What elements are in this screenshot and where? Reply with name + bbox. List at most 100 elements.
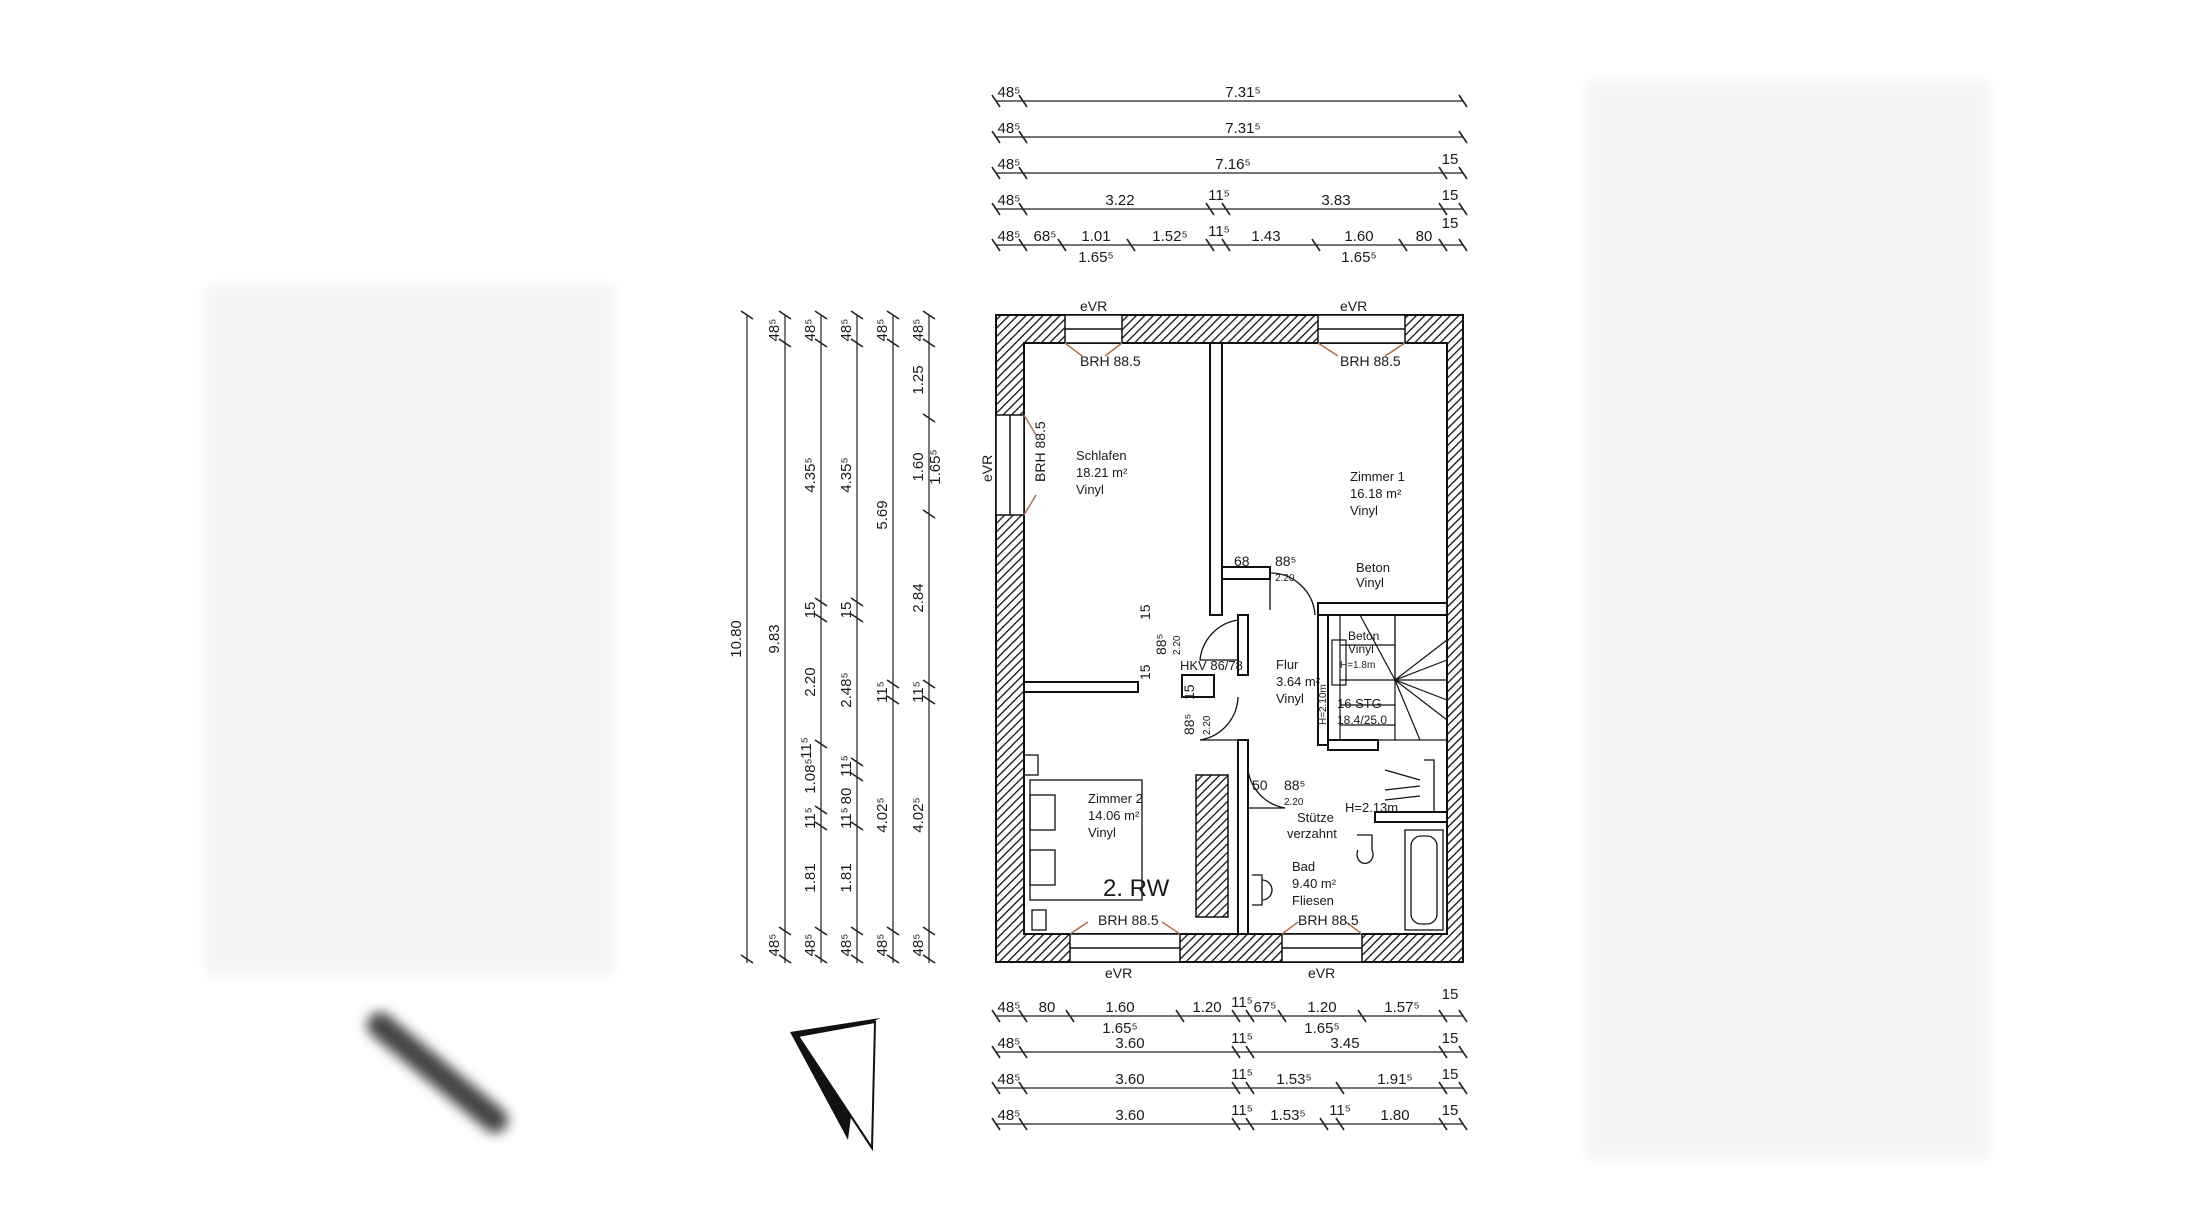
dim-top-4-6: 1.60 xyxy=(1344,228,1373,245)
label-left-evr: eVR xyxy=(979,455,995,482)
label-top-left-brh: BRH 88.5 xyxy=(1080,353,1141,369)
door3-w: 88⁵ xyxy=(1181,714,1197,735)
label-bottom-left-evr: eVR xyxy=(1105,965,1132,981)
dim-left-5-4: 11⁵ xyxy=(910,681,927,703)
door4-s: 50 xyxy=(1252,777,1268,793)
door2-h: 2.20 xyxy=(1172,635,1183,655)
dim-left-1-2: 48⁵ xyxy=(766,934,783,957)
walls xyxy=(995,314,1464,963)
note-beton-b: Vinyl xyxy=(1356,575,1384,590)
furniture-zimmer2 xyxy=(1023,754,1143,931)
door-zimmer1 xyxy=(1269,572,1316,616)
wall-zimmer1-bottom-right xyxy=(1317,602,1448,616)
dim-top-4-3: 1.52⁵ xyxy=(1152,228,1187,245)
door3-s: 15 xyxy=(1181,684,1197,700)
room-bad-area: 9.40 m² xyxy=(1292,876,1337,891)
dim-bottom-3-2: 11⁵ xyxy=(1231,1102,1253,1119)
wall-hkv-box xyxy=(1181,674,1215,698)
dim-bottom-1-2: 11⁵ xyxy=(1231,1030,1253,1047)
wall-schlafen-zimmer1 xyxy=(1209,342,1223,616)
dim-bottom-2-5: 15 xyxy=(1442,1066,1459,1083)
dim-left-sub-0: 1.65⁵ xyxy=(927,449,944,484)
dim-top-3-2: 11⁵ xyxy=(1208,187,1230,204)
label-top-right-brh: BRH 88.5 xyxy=(1340,353,1401,369)
dim-left-2-7: 1.81 xyxy=(802,863,819,892)
wall-stair-bottom xyxy=(1327,739,1379,751)
room-flur-floor: Vinyl xyxy=(1276,691,1304,706)
dim-left-5-2: 1.60 xyxy=(910,452,927,481)
dimension-text-bottom: 48⁵ 80 1.60 1.20 11⁵ 67⁵ 1.20 1.57⁵ 15 1… xyxy=(998,986,1459,1124)
dim-left-5-0: 48⁵ xyxy=(910,319,927,342)
room-bad-floor: Fliesen xyxy=(1292,893,1334,908)
dim-bottom-3-1: 3.60 xyxy=(1115,1107,1144,1124)
blurred-stroke xyxy=(367,1012,508,1133)
doors xyxy=(1199,572,1316,809)
dim-left-2-3: 2.20 xyxy=(802,667,819,696)
blurred-right-panel xyxy=(1585,80,1990,1160)
room-schlafen-name: Schlafen xyxy=(1076,448,1127,463)
dim-left-3-5: 80 xyxy=(838,788,855,805)
note-stuetze-a: Stütze xyxy=(1297,810,1334,825)
installation-shaft xyxy=(1195,774,1229,918)
dim-left-2-0: 48⁵ xyxy=(802,319,819,342)
toilet xyxy=(1356,834,1374,864)
room-zimmer2-name: Zimmer 2 xyxy=(1088,791,1143,806)
window-top-right xyxy=(1317,314,1406,357)
note-beton2-b: Vinyl xyxy=(1348,642,1374,656)
dim-bottom-sub-0: 1.65⁵ xyxy=(1102,1020,1137,1037)
wall-stair-left xyxy=(1317,614,1329,746)
door1-s: 68 xyxy=(1234,553,1250,569)
dim-top-4-7: 80 xyxy=(1416,228,1433,245)
dim-top-sub-1: 1.65⁵ xyxy=(1341,249,1376,266)
bathtub xyxy=(1404,829,1444,931)
dim-bottom-3-6: 15 xyxy=(1442,1102,1459,1119)
note-stair-h2: H=2.10m xyxy=(1318,684,1329,725)
dimensions-left xyxy=(740,310,936,964)
dim-top-3-4: 15 xyxy=(1442,187,1459,204)
dim-left-3-2: 15 xyxy=(838,602,855,619)
dim-bottom-sub-1: 1.65⁵ xyxy=(1304,1020,1339,1037)
dim-bottom-1-0: 48⁵ xyxy=(998,1035,1021,1052)
dim-top-4-1: 68⁵ xyxy=(1034,228,1057,245)
dimension-text-left: 10.80 48⁵ 9.83 48⁵ 48⁵ 4.35⁵ 15 2.20 1.0… xyxy=(728,319,944,957)
dim-top-1-0: 48⁵ xyxy=(998,120,1021,137)
dim-left-3-7: 1.81 xyxy=(838,863,855,892)
dim-top-0-0: 48⁵ xyxy=(998,84,1021,101)
dim-top-4-5: 1.43 xyxy=(1251,228,1280,245)
room-schlafen-floor: Vinyl xyxy=(1076,482,1104,497)
dim-left-4-4: 48⁵ xyxy=(874,934,891,957)
dim-bottom-3-4: 11⁵ xyxy=(1329,1102,1351,1119)
wall-schlafen-zimmer2 xyxy=(1023,681,1139,693)
window-bottom-right xyxy=(1281,921,1363,963)
dim-left-3-1: 4.35⁵ xyxy=(838,457,855,492)
room-labels: Schlafen 18.21 m² Vinyl Zimmer 1 16.18 m… xyxy=(1076,448,1405,908)
north-arrow-icon xyxy=(790,1018,880,1152)
dim-bottom-1-1: 3.60 xyxy=(1115,1035,1144,1052)
window-top-left xyxy=(1064,314,1123,357)
dim-left-2-2: 15 xyxy=(802,602,819,619)
door-dimensions: 88⁵ 2.20 68 88⁵ 2.20 15 15 88⁵ 2.20 15 8… xyxy=(1137,553,1305,808)
dim-bottom-0-0: 48⁵ xyxy=(998,999,1021,1016)
dim-bottom-0-5: 67⁵ xyxy=(1254,999,1277,1016)
dim-left-2-4: 1.08⁵ xyxy=(802,758,819,793)
shelf xyxy=(1023,754,1039,776)
dim-top-0-1: 7.31⁵ xyxy=(1225,84,1260,101)
dim-left-1-1: 9.83 xyxy=(766,624,783,653)
door1-w: 88⁵ xyxy=(1275,553,1296,569)
unit-label: 2. RW xyxy=(1103,875,1170,902)
note-stair-h: H=1.8m xyxy=(1340,660,1375,671)
dim-top-4-4: 11⁵ xyxy=(1208,223,1230,240)
dim-left-4-1: 5.69 xyxy=(874,500,891,529)
dim-left-3-8: 48⁵ xyxy=(838,934,855,957)
door1-h: 2.20 xyxy=(1275,573,1295,584)
dim-bottom-2-4: 1.91⁵ xyxy=(1377,1071,1412,1088)
door4-h: 2.20 xyxy=(1284,797,1304,808)
dim-bottom-2-0: 48⁵ xyxy=(998,1071,1021,1088)
room-zimmer2-area: 14.06 m² xyxy=(1088,808,1140,823)
room-zimmer1-floor: Vinyl xyxy=(1350,503,1378,518)
dim-left-0-0: 10.80 xyxy=(728,620,745,658)
dim-left-3-3: 2.48⁵ xyxy=(838,672,855,707)
note-beton-a: Beton xyxy=(1356,560,1390,575)
wall-bad-top xyxy=(1374,811,1448,823)
label-bottom-right-evr: eVR xyxy=(1308,965,1335,981)
